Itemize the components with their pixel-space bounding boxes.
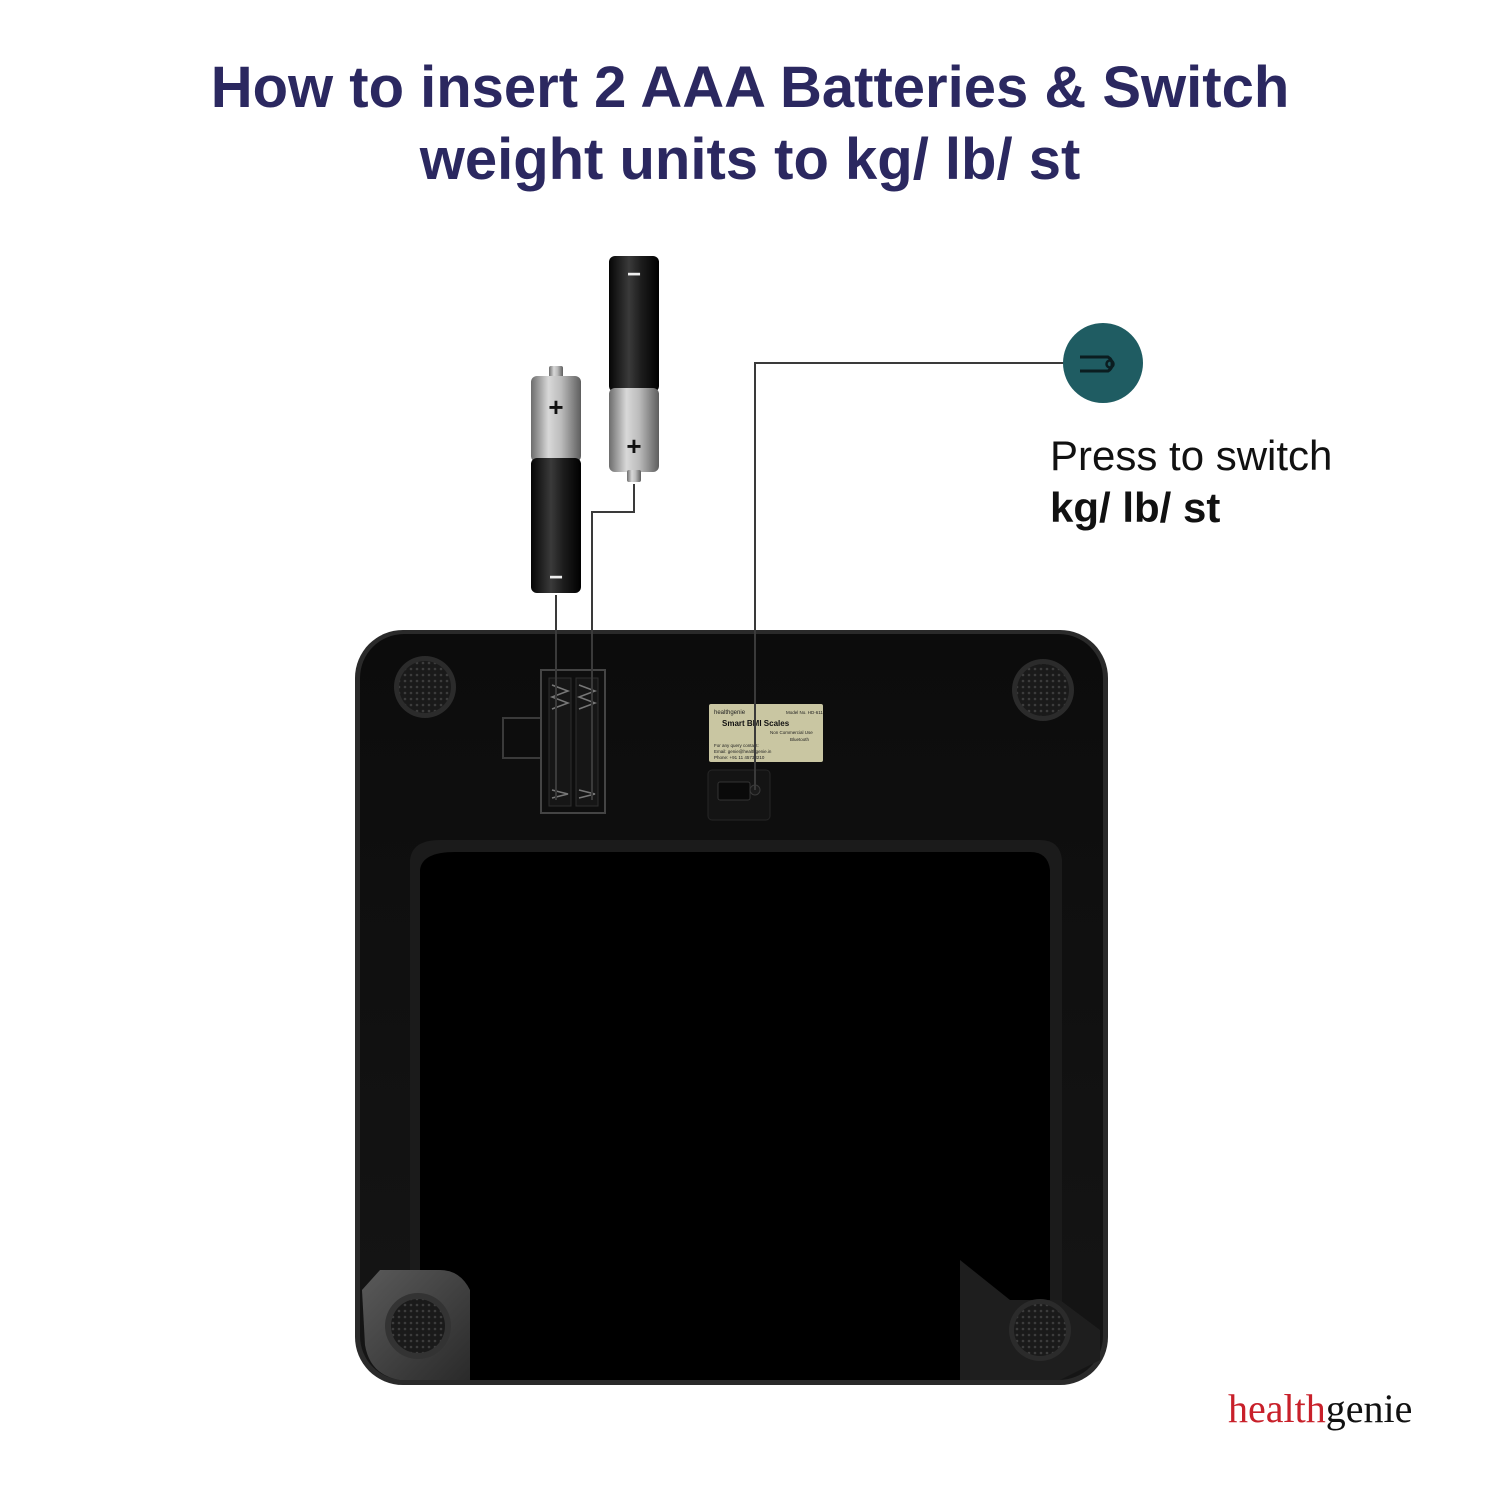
label-model: Model No. HD-611 <box>786 710 823 715</box>
label-email: Email: genie@healthgenie.in <box>714 749 772 754</box>
battery-right: − + <box>609 256 659 482</box>
label-usage: Non Commercial Use <box>770 730 813 735</box>
brand-logo: healthgenie <box>1228 1385 1412 1432</box>
scale-foot-top-left <box>394 656 456 718</box>
callout-line-1: Press to switch <box>1050 432 1333 479</box>
unit-switch-button[interactable] <box>707 769 771 821</box>
battery-right-plus-mark: + <box>626 431 641 461</box>
battery-compartment <box>502 669 606 814</box>
callout-text: Press to switch kg/ lb/ st <box>1050 430 1332 534</box>
battery-left-minus-mark: − <box>549 564 563 591</box>
label-brand: healthgenie <box>714 710 746 716</box>
page-title: How to insert 2 AAA Batteries & Switch w… <box>0 52 1500 196</box>
label-phone: Phone: +91 11 45733210 <box>714 755 765 760</box>
logo-health: health <box>1228 1386 1326 1431</box>
battery-left: + − <box>531 366 581 593</box>
scale-foot-bottom-left <box>385 1293 451 1359</box>
scale-body <box>355 630 1108 1385</box>
title-line-2: weight units to kg/ lb/ st <box>419 127 1081 192</box>
leader-lines <box>555 362 1065 800</box>
callout-line-2: kg/ lb/ st <box>1050 484 1221 531</box>
logo-genie: genie <box>1325 1386 1413 1431</box>
scale-foot-bottom-right <box>1009 1299 1071 1361</box>
unit-switch-button-icon <box>1063 323 1143 403</box>
title-line-1: How to insert 2 AAA Batteries & Switch <box>210 55 1290 120</box>
label-bluetooth: Bluetooth <box>790 737 810 742</box>
label-contact-heading: For any query contact: <box>714 743 759 748</box>
battery-right-minus-mark: − <box>627 261 641 288</box>
scale-foot-top-right <box>1012 659 1074 721</box>
battery-left-plus-mark: + <box>548 392 563 422</box>
product-label: healthgenie Model No. HD-611 Smart BMI S… <box>709 704 823 762</box>
